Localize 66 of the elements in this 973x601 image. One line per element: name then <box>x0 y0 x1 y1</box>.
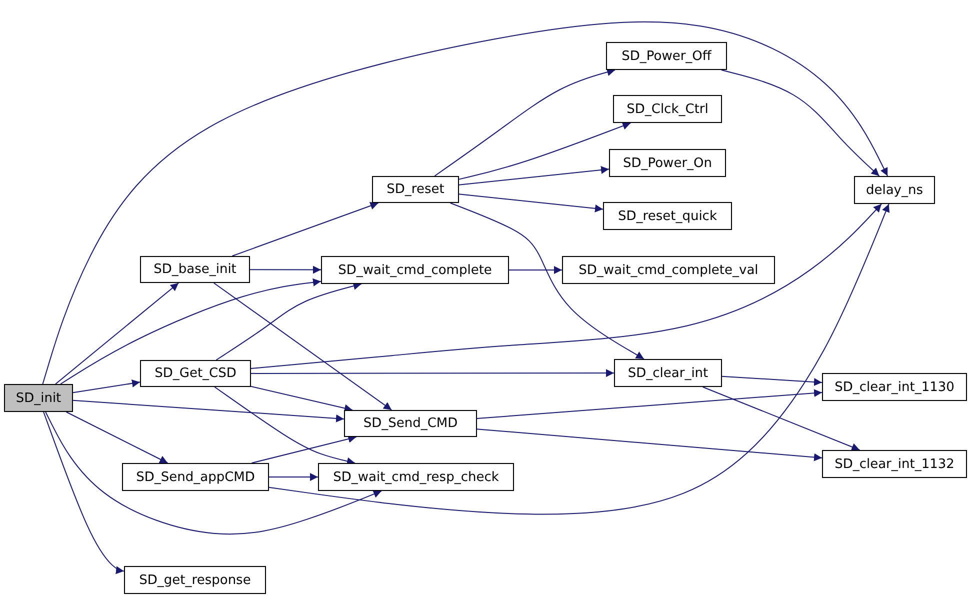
arrow <box>722 376 822 386</box>
arrow <box>43 412 124 574</box>
arrow <box>72 400 344 422</box>
function-name: SD_Send_appCMD <box>136 470 255 484</box>
function-box <box>124 566 266 594</box>
arrow <box>72 379 140 394</box>
arrow <box>250 369 614 378</box>
function-box <box>4 384 73 412</box>
function-box <box>822 373 967 401</box>
function-name: SD_clear_int_1132 <box>834 456 954 472</box>
arrow <box>216 282 362 360</box>
function-name: SD_Power_On <box>622 156 712 170</box>
arrow <box>450 202 644 360</box>
function-box <box>609 149 726 177</box>
arrow <box>268 473 318 481</box>
arrow <box>508 266 562 274</box>
function-box <box>822 450 967 478</box>
arrow <box>476 389 822 419</box>
function-box <box>318 463 514 491</box>
arrow <box>251 435 357 464</box>
arrow <box>60 278 322 384</box>
function-name: SD_get_response <box>139 572 251 588</box>
arrow <box>213 282 392 410</box>
arrow <box>476 428 822 462</box>
function-name: SD_Clck_Ctrl <box>626 102 708 116</box>
function-name: SD_wait_cmd_complete_val <box>578 262 758 278</box>
arrow <box>45 412 382 535</box>
function-name: SD_reset_quick <box>618 208 717 224</box>
function-name: SD_clear_int_1130 <box>834 380 954 394</box>
function-box <box>122 463 269 491</box>
function-name: delay_ns <box>866 182 924 198</box>
arrow <box>250 386 353 412</box>
arrow <box>458 166 610 186</box>
function-name: SD_init <box>16 390 62 406</box>
function-box <box>372 176 459 203</box>
function-name: SD_Get_CSD <box>154 366 236 381</box>
function-box <box>613 95 722 123</box>
arrow <box>720 70 880 176</box>
function-box <box>562 256 775 284</box>
function-box <box>140 360 251 387</box>
function-box <box>854 176 935 204</box>
function-name: SD_Send_CMD <box>363 416 458 431</box>
arrow <box>42 21 888 384</box>
function-name: SD_clear_int <box>628 366 708 380</box>
arrow <box>268 204 890 515</box>
function-name: SD_Power_Off <box>622 48 712 64</box>
function-box <box>140 256 250 283</box>
arrow <box>66 412 168 464</box>
function-name: SD_base_init <box>154 262 236 277</box>
arrow <box>434 68 616 176</box>
function-box <box>603 202 732 230</box>
function-box <box>614 359 722 387</box>
function-name: SD_wait_cmd_complete <box>338 262 492 278</box>
function-box <box>344 410 477 437</box>
arrow <box>458 194 604 212</box>
arrow <box>214 386 356 466</box>
function-box <box>606 42 727 70</box>
arrow <box>702 386 860 451</box>
arrow <box>55 282 180 384</box>
arrow <box>458 122 632 180</box>
function-name: SD_wait_cmd_resp_check <box>333 470 499 484</box>
function-box <box>321 256 509 284</box>
arrow <box>250 204 882 369</box>
arrow <box>250 266 322 274</box>
function-name: SD_reset <box>386 182 444 197</box>
arrow <box>232 202 379 256</box>
